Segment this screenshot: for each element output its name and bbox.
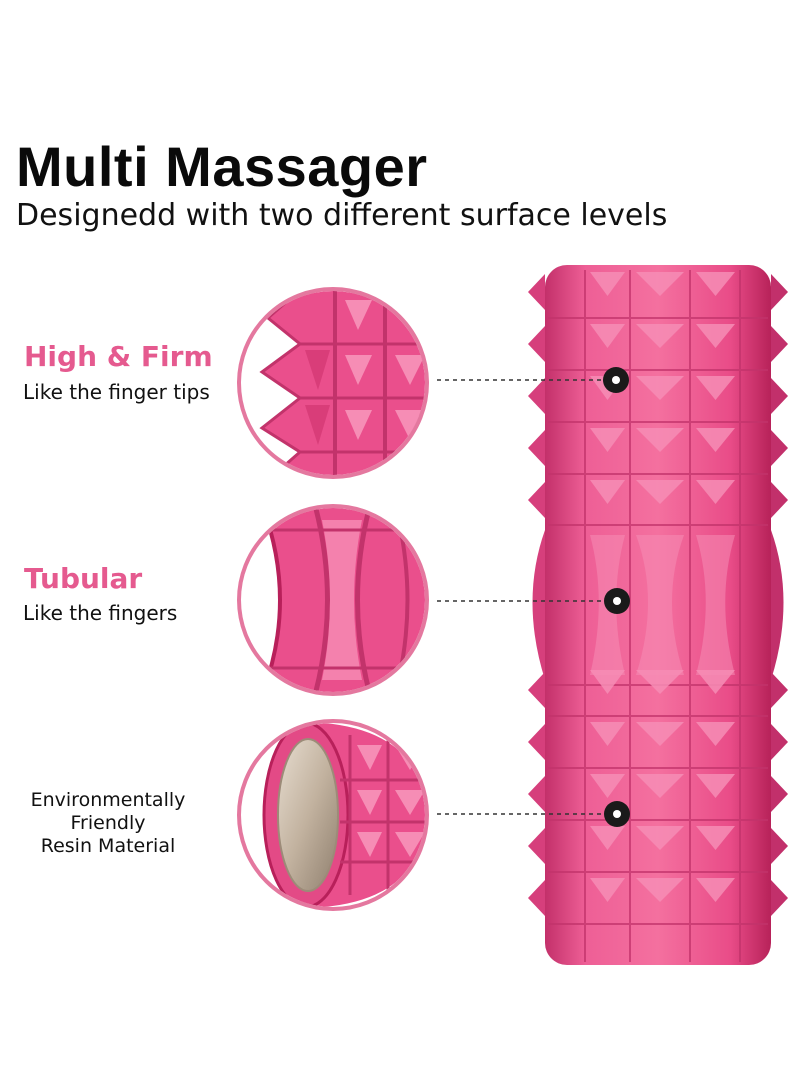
page-subtitle: Designedd with two different surface lev… bbox=[16, 198, 668, 233]
feature-heading-high-firm: High & Firm bbox=[24, 340, 213, 373]
spike-surface-closeup bbox=[237, 287, 429, 479]
material-line-2: Friendly bbox=[70, 812, 146, 834]
feature-desc-tubular: Like the fingers bbox=[23, 601, 178, 625]
feature-desc-high-firm: Like the finger tips bbox=[23, 380, 210, 404]
callout-dot-high-firm bbox=[603, 367, 629, 393]
material-line-1: Environmentally bbox=[30, 789, 186, 811]
foam-roller-image bbox=[528, 265, 788, 965]
feature-desc-material: Environmentally Friendly Resin Material bbox=[18, 789, 198, 858]
page-title: Multi Massager bbox=[16, 135, 428, 198]
ridge-surface-closeup bbox=[237, 504, 429, 696]
callout-dot-material bbox=[604, 801, 630, 827]
roller-end-hollow-core bbox=[237, 719, 429, 911]
material-line-3: Resin Material bbox=[40, 835, 176, 857]
callout-dot-tubular bbox=[604, 588, 630, 614]
feature-heading-tubular: Tubular bbox=[24, 562, 143, 595]
